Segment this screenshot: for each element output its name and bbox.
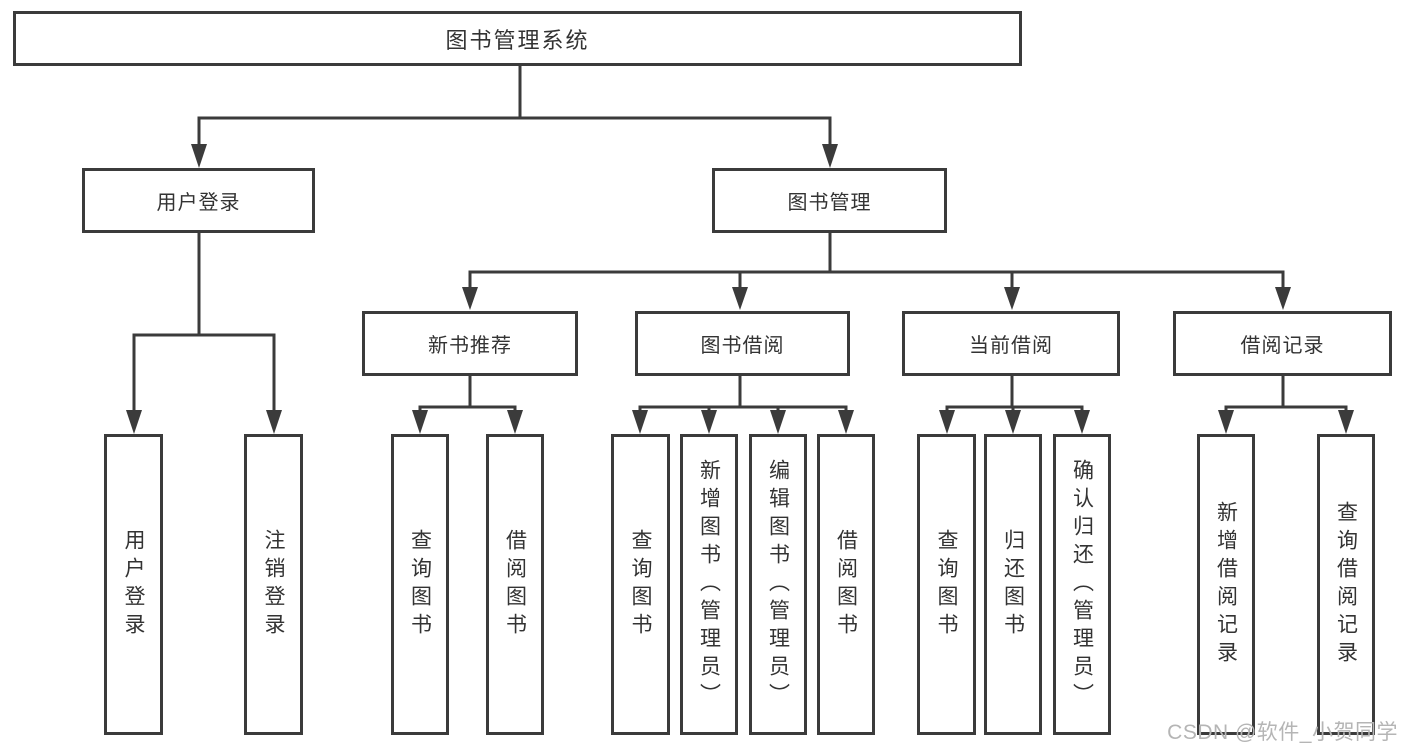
node-current-borrowing: 当前借阅 — [902, 311, 1120, 376]
leaf-borrow-books-recommend: 借阅图书 — [486, 434, 544, 735]
leaf-confirm-return-admin: 确认归还（管理员） — [1053, 434, 1111, 735]
node-library-system: 图书管理系统 — [13, 11, 1022, 66]
leaf-return-books: 归还图书 — [984, 434, 1042, 735]
node-new-book-recommend: 新书推荐 — [362, 311, 578, 376]
node-book-management: 图书管理 — [712, 168, 947, 233]
node-book-borrowing: 图书借阅 — [635, 311, 850, 376]
leaf-query-books-recommend: 查询图书 — [391, 434, 449, 735]
leaf-query-books-borrowing: 查询图书 — [611, 434, 670, 735]
leaf-borrow-books-borrowing: 借阅图书 — [817, 434, 875, 735]
leaf-query-books-current: 查询图书 — [917, 434, 976, 735]
leaf-edit-books-admin: 编辑图书（管理员） — [749, 434, 807, 735]
leaf-user-login: 用户登录 — [104, 434, 163, 735]
leaf-add-borrow-record: 新增借阅记录 — [1197, 434, 1255, 735]
leaf-query-borrow-record: 查询借阅记录 — [1317, 434, 1375, 735]
leaf-logout: 注销登录 — [244, 434, 303, 735]
watermark: CSDN @软件_小贺同学 — [1167, 721, 1398, 744]
leaf-add-books-admin: 新增图书（管理员） — [680, 434, 738, 735]
node-borrowing-records: 借阅记录 — [1173, 311, 1392, 376]
node-user-login: 用户登录 — [82, 168, 315, 233]
